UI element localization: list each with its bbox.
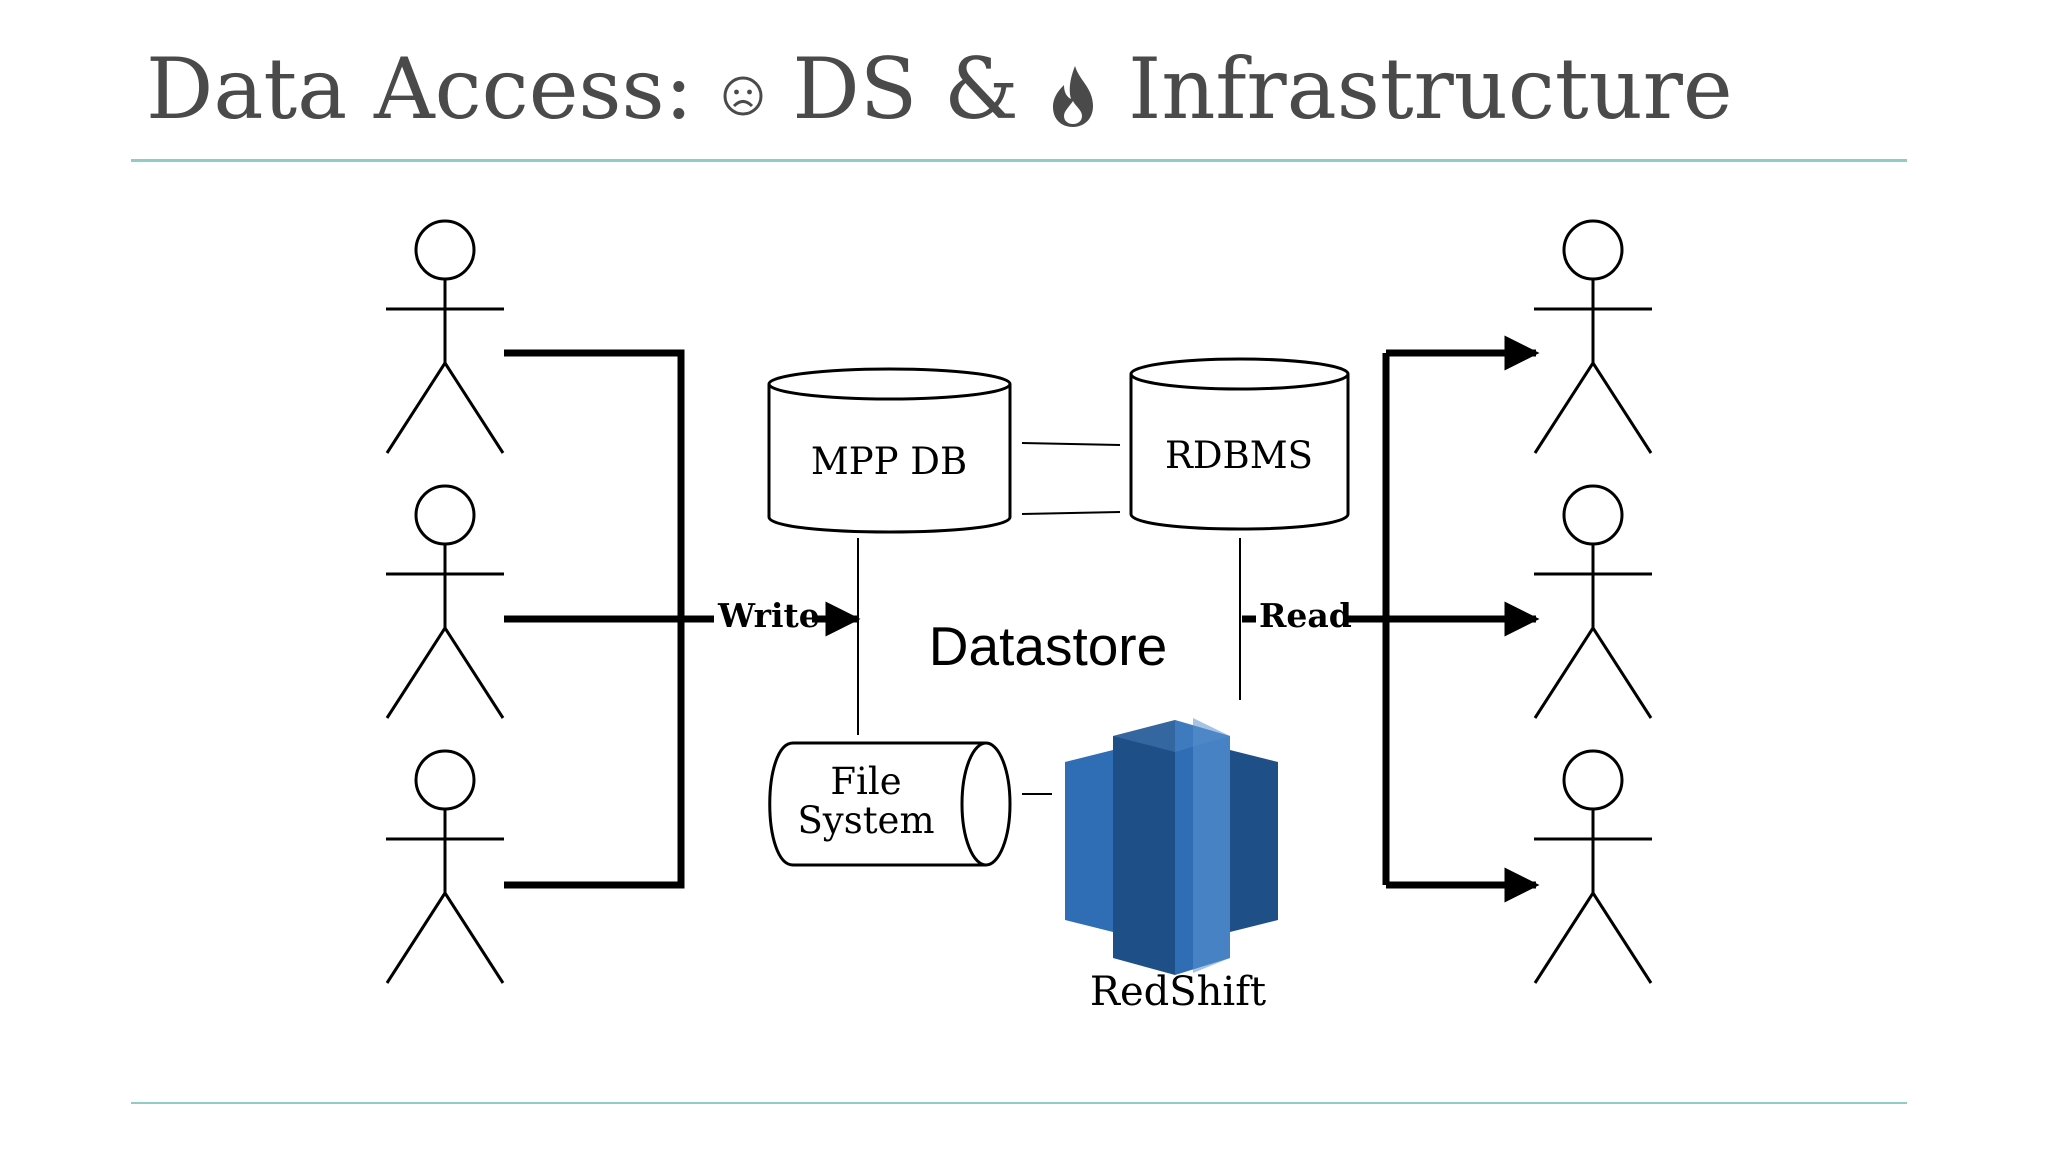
title-ds: DS & [792, 40, 1019, 138]
writer-connector [504, 349, 714, 889]
writer-actor-3 [385, 749, 505, 984]
rdbms-label: RDBMS [1165, 434, 1313, 477]
mpp-db-label: MPP DB [811, 440, 967, 483]
write-label: Write [717, 596, 820, 635]
reader-actor-1 [1533, 219, 1653, 454]
mpp-rdbms-links [1021, 442, 1121, 515]
redshift-label: RedShift [1090, 969, 1266, 1015]
reader-actor-2 [1533, 484, 1653, 719]
title-divider-top [131, 159, 1907, 162]
writer-actor-2 [385, 484, 505, 719]
datastore-label: Datastore [929, 615, 1167, 677]
title-suffix: Infrastructure [1128, 40, 1733, 138]
file-system-label-line2: System [797, 799, 934, 842]
frown-face-icon [723, 76, 763, 116]
read-label: Read [1259, 596, 1352, 635]
file-system-label-line1: File [830, 760, 901, 803]
reader-actor-3 [1533, 749, 1653, 984]
fire-icon [1053, 66, 1094, 127]
reader-connector [1346, 353, 1390, 885]
writer-actor-1 [385, 219, 505, 454]
mpp-db-node [767, 367, 1012, 534]
slide-title: Data Access: DS & Infrastructure [146, 34, 1733, 144]
rdbms-node [1129, 357, 1350, 531]
title-divider-bottom [131, 1102, 1907, 1104]
file-system-node [768, 741, 1012, 867]
title-prefix: Data Access: [146, 40, 693, 138]
redshift-logo-icon [1065, 718, 1278, 975]
